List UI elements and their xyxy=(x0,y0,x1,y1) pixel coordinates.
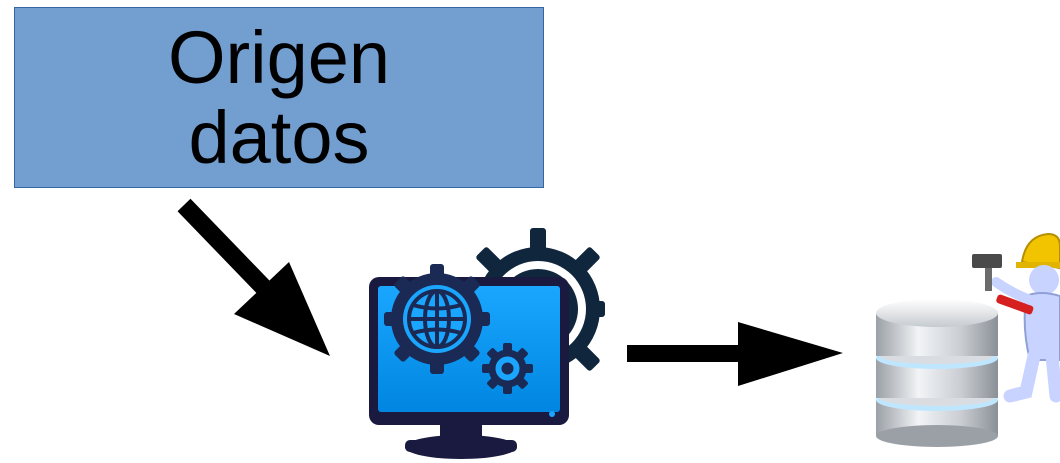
database-cylinder-icon xyxy=(876,299,998,447)
computer-with-gears-icon xyxy=(369,228,605,459)
database-with-worker-icon xyxy=(876,232,1060,447)
globe-gear-icon xyxy=(384,264,490,374)
source-label-line1: Origen xyxy=(167,15,391,99)
source-label-line2: datos xyxy=(188,95,370,179)
arrow-computer-to-database xyxy=(627,322,843,386)
arrow-source-to-computer xyxy=(177,198,330,356)
small-gear-icon xyxy=(482,343,533,394)
source-data-box: Origen datos xyxy=(14,7,544,188)
